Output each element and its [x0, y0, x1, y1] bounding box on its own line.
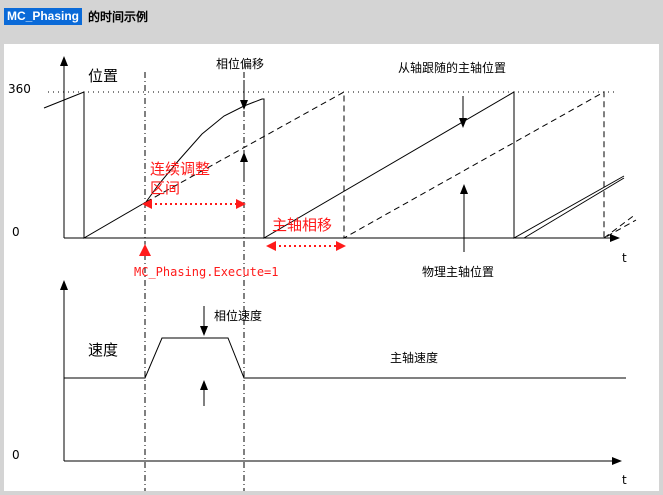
position-chart: t 位置 360 0 相位偏移: [8, 56, 637, 491]
followed-master-position-line: [43, 91, 625, 239]
velocity-y-axis-arrow-icon: [60, 280, 68, 290]
physical-master-position-line-tail: [603, 213, 637, 239]
physical-master-position-line: [145, 91, 637, 239]
phase-offset-label: 相位偏移: [216, 56, 264, 71]
execute-triangle-icon: [139, 244, 151, 256]
continuous-adjust-right-arrow-icon: [236, 199, 246, 209]
master-velocity-label: 主轴速度: [390, 350, 438, 365]
header: MC_Phasing 的时间示例: [0, 0, 663, 44]
master-phase-shift-label: 主轴相移: [272, 216, 332, 234]
page-title: MC_Phasing 的时间示例: [4, 8, 148, 25]
velocity-x-axis-arrow-icon: [612, 457, 622, 465]
phase-velocity-label: 相位速度: [214, 308, 262, 323]
position-y-axis-arrow-icon: [60, 56, 68, 66]
velocity-chart: t 速度 0 相位速度 主轴速度: [12, 280, 627, 487]
continuous-adjust-label-1: 连续调整: [150, 160, 210, 178]
timing-diagram: t 位置 360 0 相位偏移: [8, 56, 637, 491]
velocity-y-label: 速度: [88, 341, 118, 359]
velocity-y-tick-0: 0: [12, 448, 20, 462]
master-phase-shift-right-arrow-icon: [336, 241, 346, 251]
execute-label: MC_Phasing.Execute=1: [134, 265, 279, 279]
followed-master-position-line-tail: [523, 177, 625, 239]
phase-velocity-arrow-up-icon: [200, 380, 208, 390]
title-highlight: MC_Phasing: [4, 8, 83, 25]
title-rest: 的时间示例: [88, 10, 149, 24]
phase-offset-arrow-up-icon: [240, 152, 248, 162]
phase-offset-arrow-down-icon: [240, 100, 248, 110]
velocity-x-label: t: [622, 473, 627, 487]
master-phase-shift-left-arrow-icon: [266, 241, 276, 251]
continuous-adjust-left-arrow-icon: [142, 199, 152, 209]
position-x-label: t: [622, 251, 627, 265]
followed-master-arrow-icon: [459, 118, 467, 128]
physical-master-label: 物理主轴位置: [422, 264, 494, 279]
diagram-canvas: t 位置 360 0 相位偏移: [4, 44, 659, 491]
physical-master-arrow-icon: [460, 184, 468, 194]
position-y-label: 位置: [88, 67, 118, 85]
phase-velocity-arrow-down-icon: [200, 326, 208, 336]
y-tick-360: 360: [8, 82, 31, 96]
velocity-line: [64, 337, 626, 379]
position-x-axis-arrow-icon: [610, 234, 620, 242]
continuous-adjust-label-2: 区间: [150, 179, 180, 197]
y-tick-0: 0: [12, 225, 20, 239]
followed-master-label: 从轴跟随的主轴位置: [398, 60, 506, 75]
